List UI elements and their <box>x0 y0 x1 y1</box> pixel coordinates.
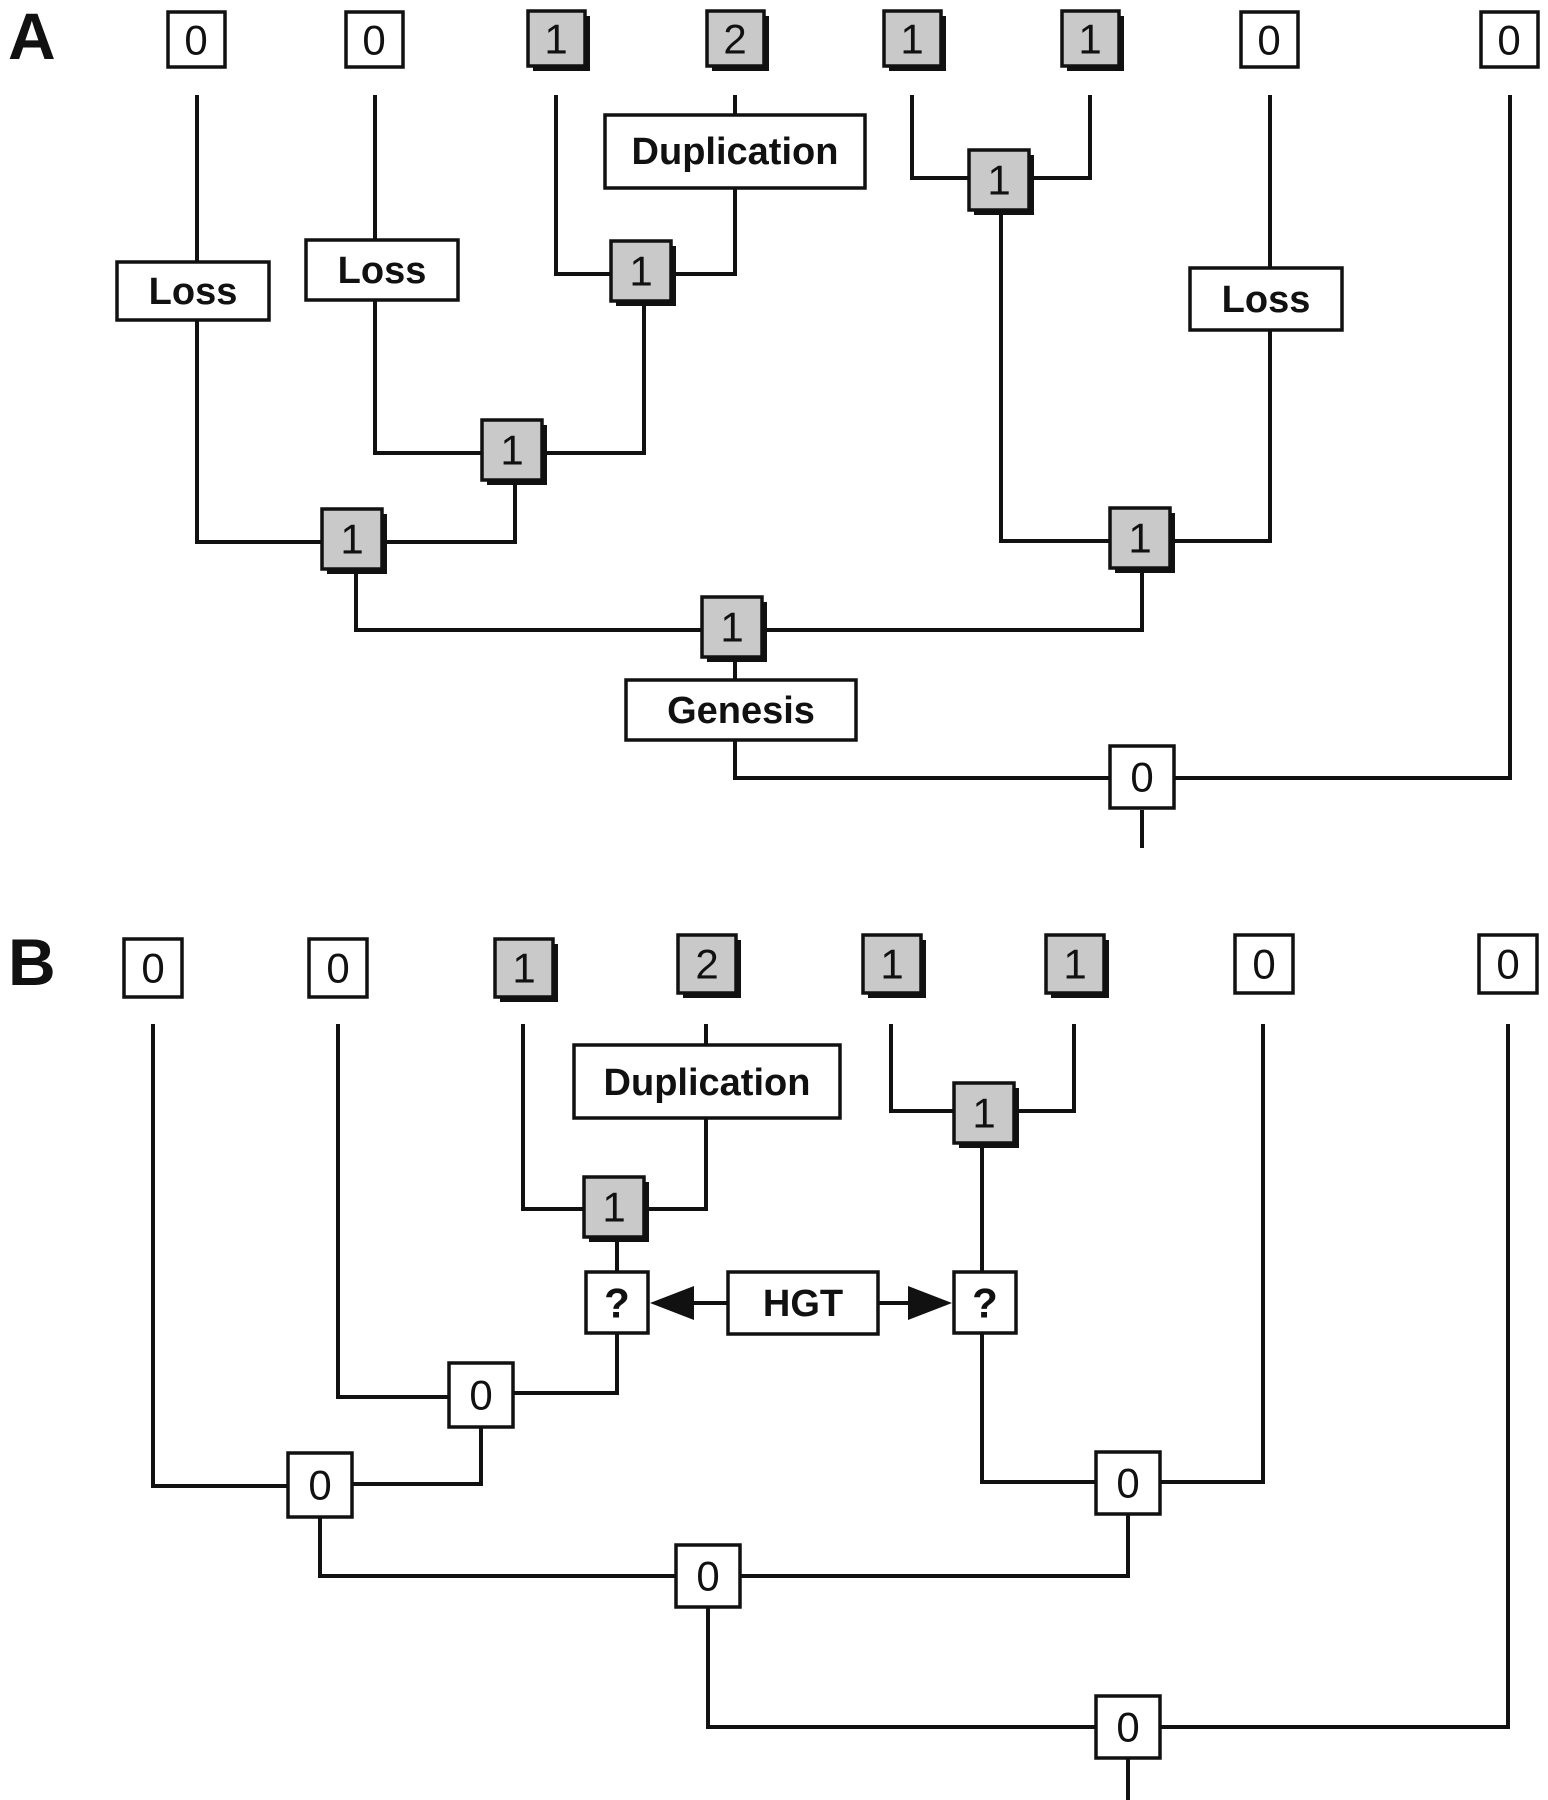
panel-a: A <box>8 0 1540 848</box>
internal-node: 1 <box>480 418 547 485</box>
svg-text:Loss: Loss <box>338 250 427 292</box>
svg-text:?: ? <box>604 1280 630 1327</box>
panel-b-edges <box>151 1024 1510 1800</box>
panel-a-events: Duplication Loss Loss Loss Genesis <box>115 113 1344 742</box>
svg-text:1: 1 <box>1078 16 1101 63</box>
svg-text:Loss: Loss <box>1222 279 1311 321</box>
leaf-node: 0 <box>307 937 369 999</box>
internal-node: 1 <box>700 595 767 662</box>
svg-text:1: 1 <box>544 16 567 63</box>
leaf-node: 1 <box>861 933 926 998</box>
panel-b: B <box>8 925 1539 1800</box>
svg-text:0: 0 <box>308 1462 331 1509</box>
svg-text:Duplication: Duplication <box>604 1062 811 1104</box>
svg-text:?: ? <box>972 1280 998 1327</box>
svg-text:1: 1 <box>880 941 903 988</box>
panel-a-label: A <box>8 0 56 73</box>
svg-text:1: 1 <box>720 604 743 651</box>
svg-text:1: 1 <box>987 157 1010 204</box>
panel-a-leaves: 0 0 1 2 1 <box>166 9 1540 71</box>
svg-text:0: 0 <box>1497 17 1520 64</box>
duplication-event: Duplication <box>603 113 867 190</box>
loss-event: Loss <box>304 238 460 302</box>
leaf-node: 1 <box>526 9 590 71</box>
internal-node: 0 <box>1094 1694 1162 1760</box>
svg-text:0: 0 <box>1257 17 1280 64</box>
svg-text:2: 2 <box>723 16 746 63</box>
svg-text:0: 0 <box>1496 941 1519 988</box>
loss-event: Loss <box>115 260 271 322</box>
panel-a-edges <box>195 95 1512 848</box>
panel-b-internal-nodes: 1 1 ? ? 0 0 <box>286 1081 1162 1760</box>
svg-text:1: 1 <box>972 1090 995 1137</box>
svg-text:1: 1 <box>629 248 652 295</box>
internal-node: 0 <box>674 1543 742 1609</box>
internal-node: 0 <box>286 1451 354 1519</box>
internal-node: 1 <box>1108 506 1175 573</box>
leaf-node: 1 <box>493 937 558 1002</box>
internal-node: 1 <box>967 148 1034 215</box>
svg-text:1: 1 <box>512 945 535 992</box>
leaf-node: 0 <box>1233 933 1295 995</box>
svg-text:0: 0 <box>1130 754 1153 801</box>
panel-a-internal-nodes: 1 1 1 1 1 <box>320 148 1176 810</box>
panel-b-leaves: 0 0 1 2 1 <box>122 933 1539 1002</box>
panel-b-label: B <box>8 925 56 999</box>
svg-text:Loss: Loss <box>149 271 238 313</box>
leaf-node: 0 <box>1479 10 1540 69</box>
hgt-arrow-right <box>908 1286 952 1320</box>
internal-node: 0 <box>1108 744 1176 810</box>
internal-node: 0 <box>447 1361 515 1429</box>
leaf-node: 1 <box>882 9 946 71</box>
svg-text:Genesis: Genesis <box>667 690 815 732</box>
internal-node: 1 <box>582 1175 649 1242</box>
svg-text:HGT: HGT <box>763 1283 843 1325</box>
svg-text:1: 1 <box>1063 941 1086 988</box>
svg-text:0: 0 <box>1116 1704 1139 1751</box>
leaf-node: 2 <box>676 933 741 998</box>
internal-node: 0 <box>1094 1450 1162 1516</box>
panel-b-events: Duplication HGT <box>572 1043 880 1336</box>
svg-text:2: 2 <box>695 941 718 988</box>
svg-text:0: 0 <box>1252 941 1275 988</box>
svg-text:1: 1 <box>602 1184 625 1231</box>
leaf-node: 0 <box>166 10 227 69</box>
leaf-node: 0 <box>344 10 405 69</box>
uncertain-node: ? <box>952 1270 1018 1335</box>
svg-text:0: 0 <box>469 1372 492 1419</box>
leaf-node: 0 <box>1239 10 1300 69</box>
genesis-event: Genesis <box>624 678 858 742</box>
uncertain-node: ? <box>584 1270 650 1335</box>
hgt-event: HGT <box>726 1270 880 1336</box>
leaf-node: 1 <box>1060 9 1124 71</box>
leaf-node: 0 <box>122 937 184 999</box>
internal-node: 1 <box>320 507 387 574</box>
hgt-arrow-left <box>650 1286 694 1320</box>
duplication-event: Duplication <box>572 1043 842 1120</box>
svg-text:1: 1 <box>340 516 363 563</box>
svg-text:1: 1 <box>1128 515 1151 562</box>
internal-node: 1 <box>609 239 676 306</box>
svg-text:0: 0 <box>362 17 385 64</box>
hgt-arrows <box>650 1286 952 1320</box>
svg-text:1: 1 <box>500 427 523 474</box>
svg-text:1: 1 <box>900 16 923 63</box>
svg-text:0: 0 <box>1116 1460 1139 1507</box>
leaf-node: 1 <box>1044 933 1109 998</box>
svg-text:0: 0 <box>141 945 164 992</box>
internal-node: 1 <box>952 1081 1019 1148</box>
loss-event: Loss <box>1188 266 1344 332</box>
svg-text:0: 0 <box>326 945 349 992</box>
leaf-node: 2 <box>705 9 769 71</box>
svg-text:Duplication: Duplication <box>632 131 839 173</box>
svg-text:0: 0 <box>696 1553 719 1600</box>
svg-text:0: 0 <box>184 17 207 64</box>
leaf-node: 0 <box>1477 933 1539 995</box>
